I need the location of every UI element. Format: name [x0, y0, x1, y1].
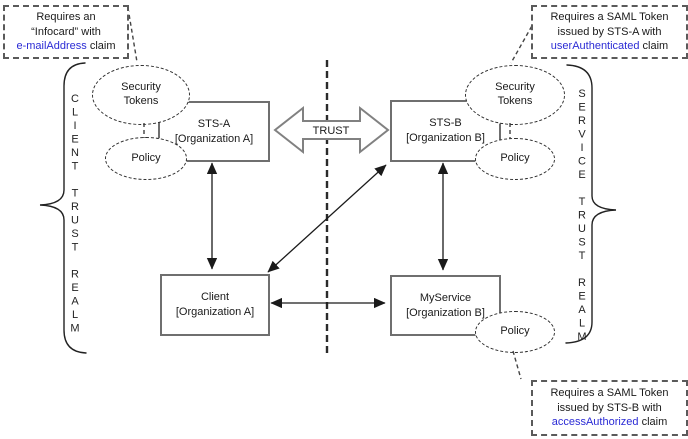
callout-line: e-mailAddress claim	[16, 39, 115, 54]
claim-text: accessAuthorized	[551, 416, 639, 429]
ellipse-label: Policy	[131, 151, 161, 164]
claim-text: e-mailAddress	[16, 40, 87, 53]
ellipse-label: Policy	[500, 325, 530, 338]
trust-arrow-label: TRUST	[313, 125, 350, 137]
claim-text: userAuthenticated	[550, 40, 640, 53]
node-name: STS-A	[197, 117, 231, 130]
trust-block-arrow	[273, 105, 390, 155]
callout-saml-sts-b-claim: Requires a SAML Token issued by STS-B wi…	[531, 380, 688, 436]
ellipse-policy-sts-b: Policy	[475, 138, 555, 180]
callout-line: issued by STS-A with	[557, 25, 662, 38]
arrow-client-sts-b	[267, 164, 387, 273]
node-name: MyService	[419, 291, 472, 304]
callout-line: accessAuthorized claim	[552, 415, 668, 430]
node-client: Client [Organization A]	[160, 274, 270, 336]
node-org: [Organization A]	[174, 132, 254, 145]
node-name: STS-B	[429, 117, 462, 130]
ellipse-label: Policy	[500, 152, 530, 165]
claim-suffix: claim	[86, 40, 116, 53]
callout-line: userAuthenticated claim	[551, 39, 668, 54]
node-myservice: MyService [Organization B]	[390, 275, 501, 336]
node-org: [Organization B]	[406, 132, 485, 144]
callout-line: Requires an	[36, 11, 96, 24]
claim-suffix: claim	[638, 416, 668, 429]
ellipse-policy-sts-a: Policy	[105, 137, 187, 180]
ellipse-label: Security Tokens	[495, 81, 535, 107]
ellipse-policy-myservice: Policy	[475, 311, 555, 353]
client-trust-realm-label: CLIENT TRUST REALM	[69, 93, 81, 336]
ellipse-label: Security Tokens	[121, 81, 161, 107]
callout-saml-sts-a-claim: Requires a SAML Token issued by STS-A wi…	[531, 5, 688, 59]
node-org: [Organization B]	[406, 306, 485, 319]
claim-suffix: claim	[639, 40, 669, 53]
callout-line: “Infocard” with	[31, 25, 101, 38]
callout-line: Requires a SAML Token	[550, 387, 669, 400]
node-name: Client	[200, 291, 230, 304]
callout-line: issued by STS-B with	[557, 401, 662, 414]
callout-tail-sts-b-token	[512, 350, 522, 380]
node-org: [Organization A]	[175, 306, 255, 318]
ellipse-security-tokens-left: Security Tokens	[92, 65, 190, 125]
ellipse-security-tokens-right: Security Tokens	[465, 65, 565, 125]
brace-service-trust-realm	[565, 64, 617, 344]
service-trust-realm-label: SERVICE TRUST REALM	[576, 88, 588, 345]
callout-tail-infocard	[127, 7, 138, 63]
callout-line: Requires a SAML Token	[550, 11, 669, 24]
callout-infocard-claim: Requires an “Infocard” with e-mailAddres…	[3, 5, 129, 59]
